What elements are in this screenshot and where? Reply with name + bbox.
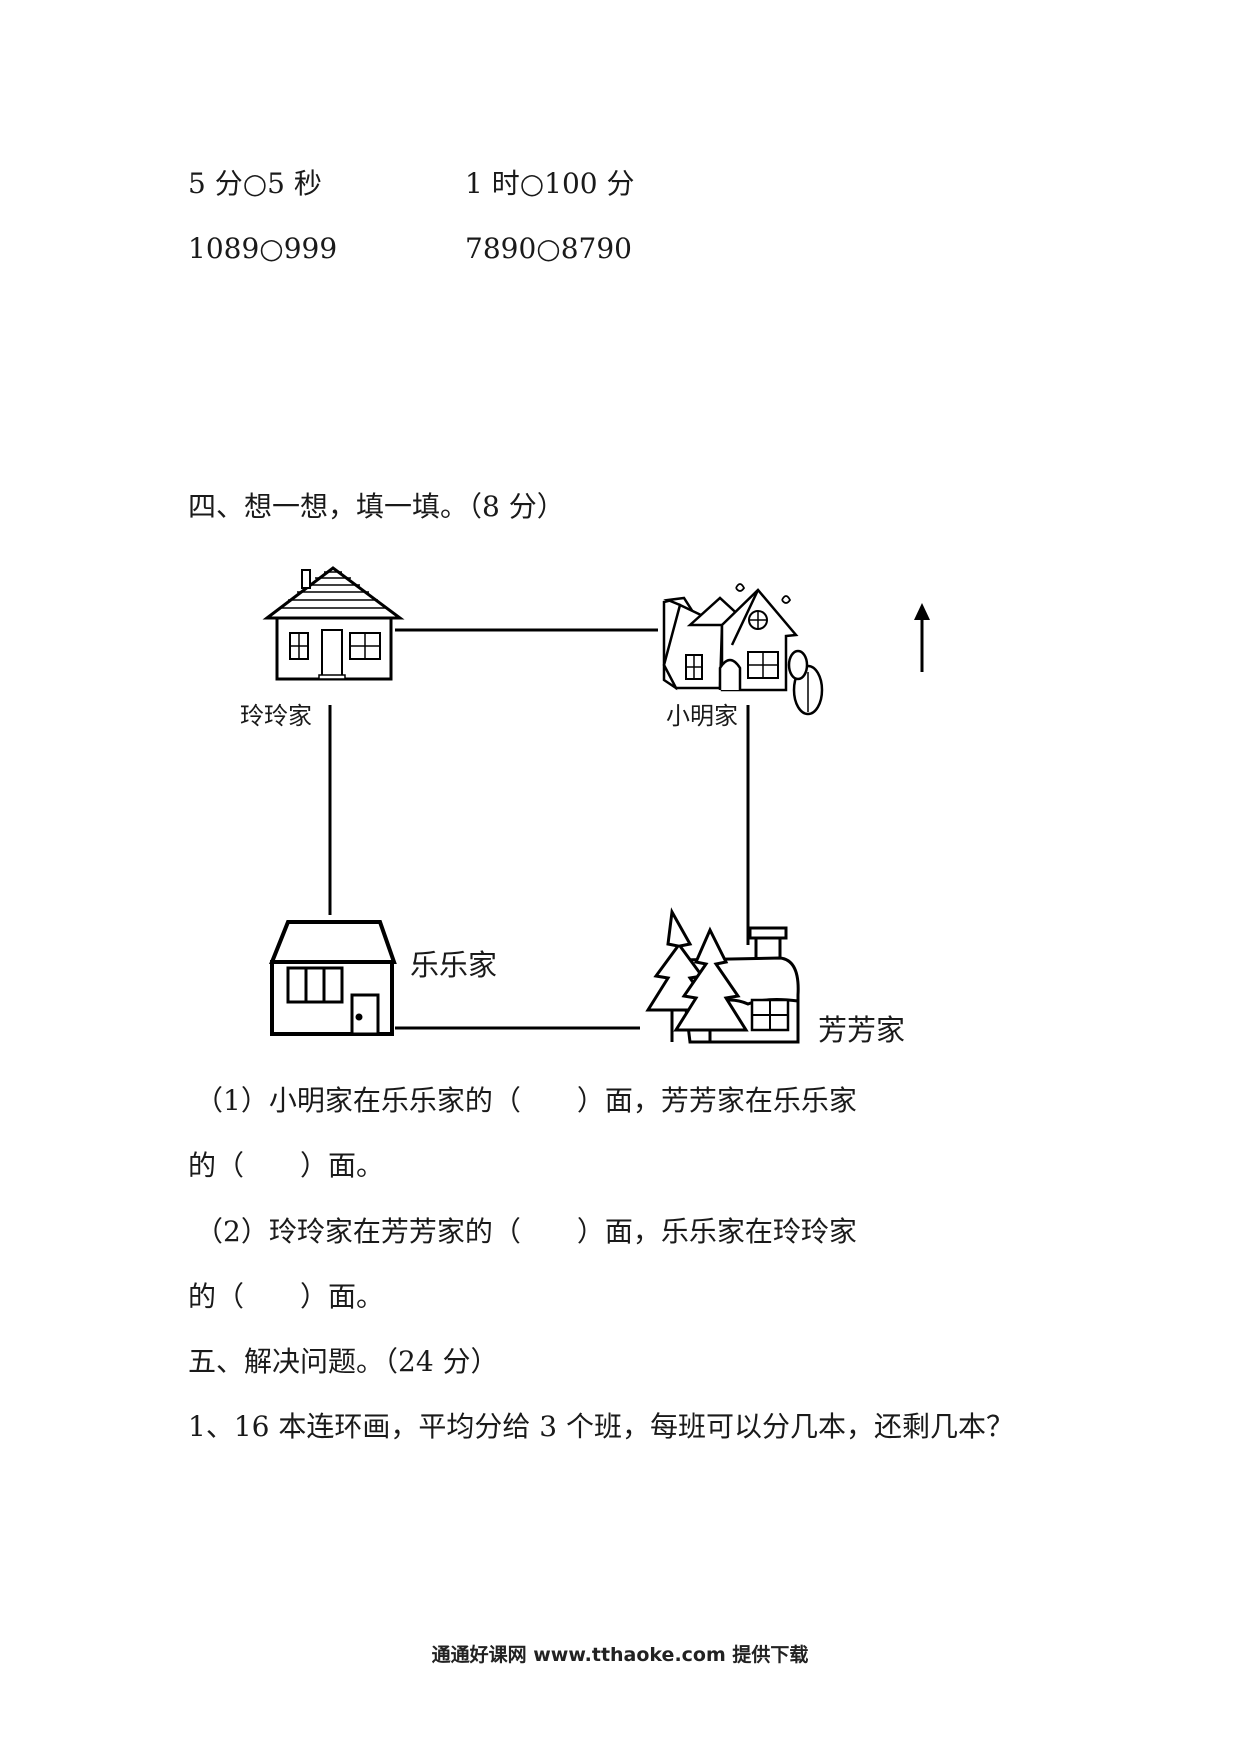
question-2-line-1: （2）玲玲家在芳芳家的（ ）面，乐乐家在玲玲家 bbox=[195, 1215, 857, 1248]
section-title: 五、解决问题。（24 分） bbox=[188, 1345, 499, 1378]
footer: 通通好课网 www.tthaoke.com 提供下载 bbox=[431, 1644, 809, 1666]
section-title: 四、想一想，填一填。（8 分） bbox=[188, 490, 565, 523]
compare-item: 5 分○5 秒 bbox=[188, 167, 322, 200]
label-fangfang: 芳芳家 bbox=[818, 1013, 906, 1047]
fangfang-house-icon bbox=[645, 907, 800, 1044]
question-1-line-1: （1）小明家在乐乐家的（ ）面，芳芳家在乐乐家 bbox=[195, 1084, 857, 1117]
label-lingling: 玲玲家 bbox=[240, 702, 312, 730]
question-1-line-2: 的（ ）面。 bbox=[188, 1149, 385, 1182]
north-arrow-icon bbox=[914, 603, 930, 672]
label-xiaoming: 小明家 bbox=[666, 702, 738, 730]
problem-1: 1、16 本连环画，平均分给 3 个班，每班可以分几本，还剩几本？ bbox=[188, 1410, 1014, 1443]
question-2-line-2: 的（ ）面。 bbox=[188, 1280, 385, 1313]
lingling-house-icon bbox=[262, 566, 405, 681]
compare-item: 7890○8790 bbox=[465, 232, 632, 265]
lele-house-icon bbox=[269, 920, 397, 1036]
xiaoming-house-icon bbox=[662, 583, 824, 716]
label-lele: 乐乐家 bbox=[410, 948, 498, 982]
compare-item: 1 时○100 分 bbox=[465, 167, 635, 200]
compare-item: 1089○999 bbox=[188, 232, 338, 265]
